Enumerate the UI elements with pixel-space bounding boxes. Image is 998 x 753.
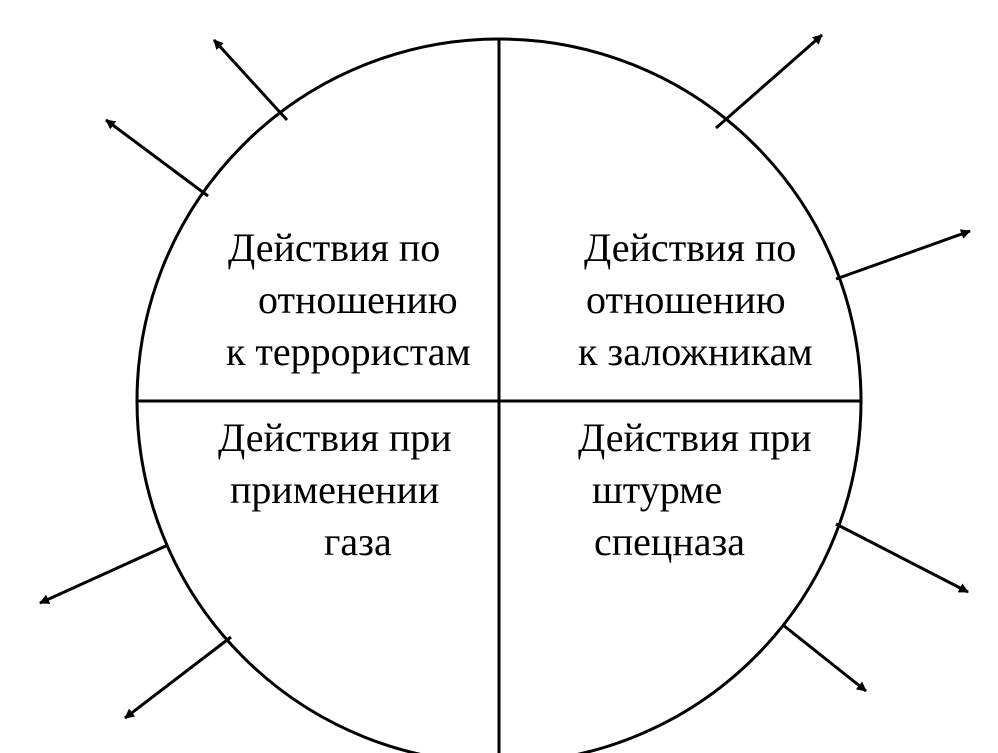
- quadrant-top-right-label: Действия по отношению к заложникам: [578, 222, 813, 378]
- arrow-bottom-left-2: [124, 635, 232, 720]
- quadrant-top-right-line-2: отношению: [586, 277, 786, 322]
- quadrant-top-left-label: Действия по отношению к террористам: [226, 222, 471, 378]
- quadrant-bottom-left-line-3: газа: [324, 519, 392, 564]
- main-circle: [135, 37, 863, 753]
- quadrant-bottom-right-line-1: Действия при: [578, 415, 812, 460]
- arrow-bottom-left-1: [39, 543, 169, 605]
- quadrant-bottom-left-line-2: применении: [230, 467, 440, 512]
- quadrant-top-right-line-1: Действия по: [584, 225, 797, 270]
- quadrant-bottom-right-line-3: спецназа: [594, 519, 746, 564]
- quadrant-top-right-line-3: к заложникам: [578, 329, 813, 374]
- quadrant-top-left-line-1: Действия по: [228, 225, 441, 270]
- quadrant-bottom-left-line-1: Действия при: [218, 415, 452, 460]
- quadrant-top-left-line-2: отношению: [258, 277, 458, 322]
- quadrant-bottom-right-line-2: штурме: [592, 467, 723, 512]
- quadrant-bottom-right-label: Действия при штурме спецназа: [578, 412, 812, 568]
- arrow-top-right-2: [835, 229, 971, 281]
- arrow-bottom-right-2: [782, 623, 867, 693]
- arrow-bottom-right-1: [835, 522, 969, 594]
- arrow-top-right-1: [715, 33, 823, 130]
- arrow-top-left-1: [212, 38, 289, 122]
- quadrant-bottom-left-label: Действия при применении газа: [218, 412, 452, 568]
- arrow-top-left-2: [105, 118, 209, 198]
- quadrant-top-left-line-3: к террористам: [226, 329, 471, 374]
